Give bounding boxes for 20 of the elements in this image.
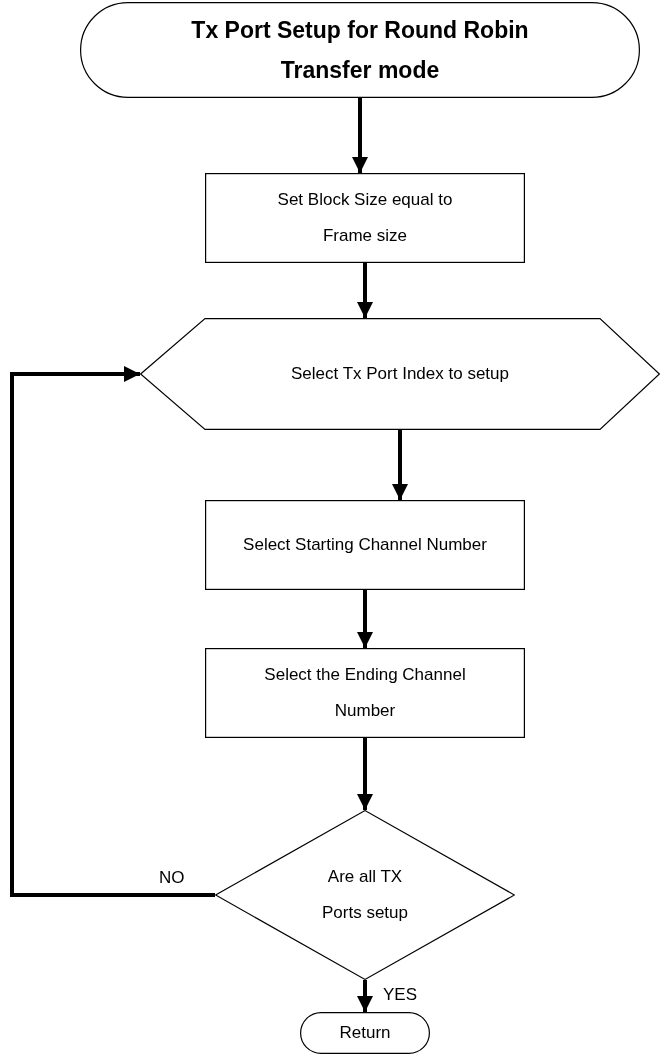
arrow xyxy=(10,366,215,897)
preparation-hexagon xyxy=(140,318,660,430)
node-text: Select Tx Port Index to setup xyxy=(291,363,509,385)
arrow xyxy=(357,590,373,648)
node-text: Are all TX Ports setup xyxy=(321,866,409,924)
process-box xyxy=(205,173,525,263)
arrow xyxy=(392,430,408,500)
node-text: Set Block Size equal to Frame size xyxy=(276,189,454,247)
process-box xyxy=(205,648,525,738)
node-text: Select Starting Channel Number xyxy=(243,534,487,556)
process-box xyxy=(205,500,525,590)
node-text: Return xyxy=(339,1022,391,1044)
node-text: Select the Ending Channel Number xyxy=(263,664,467,722)
arrow xyxy=(357,980,373,1012)
arrow xyxy=(352,98,368,173)
arrow xyxy=(357,738,373,810)
arrow xyxy=(357,263,373,318)
end-terminator xyxy=(300,1012,430,1054)
decision-diamond xyxy=(215,810,515,980)
node-text: Tx Port Setup for Round Robin Transfer mode xyxy=(190,16,530,85)
